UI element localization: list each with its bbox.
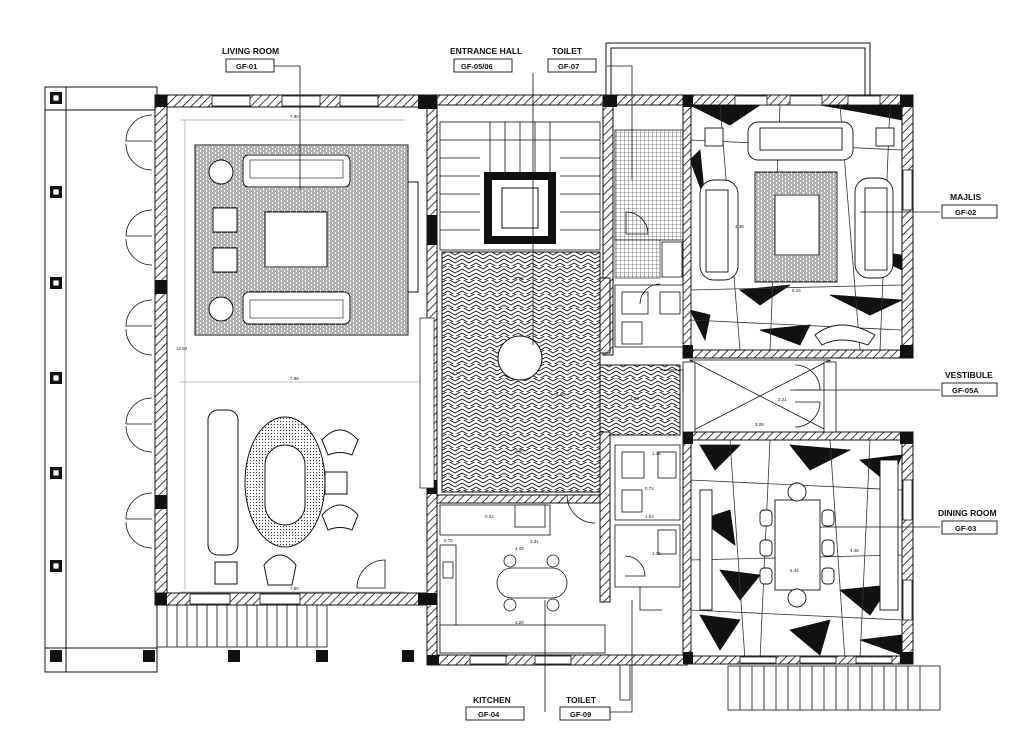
room-label-dining: DINING ROOM GF-03 — [938, 508, 998, 535]
dimension-texts: 7.80 7.86 7.80 12.54 3.25 4.80 3.80 1.77… — [176, 114, 859, 625]
svg-text:GF-01: GF-01 — [236, 62, 257, 71]
svg-text:GF-05/06: GF-05/06 — [461, 62, 493, 71]
svg-text:GF-03: GF-03 — [955, 524, 976, 533]
north-balcony — [605, 42, 871, 96]
south-steps-living — [156, 604, 328, 648]
svg-text:1.77: 1.77 — [452, 371, 461, 376]
room-label-kitchen: KITCHEN GF-04 — [465, 695, 525, 721]
svg-text:12.54: 12.54 — [176, 346, 188, 351]
svg-text:MAJLIS: MAJLIS — [950, 192, 982, 202]
svg-text:1.35: 1.35 — [652, 451, 661, 456]
svg-text:4.46: 4.46 — [850, 548, 859, 553]
room-label-vestibule: VESTIBULE GF-05A — [941, 370, 998, 397]
entrance-herringbone-floor-east — [599, 364, 681, 436]
svg-text:GF-05A: GF-05A — [952, 386, 979, 395]
svg-text:5.44: 5.44 — [790, 568, 799, 573]
svg-text:VESTIBULE: VESTIBULE — [945, 370, 993, 380]
svg-text:0.72: 0.72 — [645, 486, 654, 491]
toilet07-floor — [614, 129, 684, 241]
svg-text:2.21: 2.21 — [778, 397, 787, 402]
svg-text:4.20: 4.20 — [515, 620, 524, 625]
round-center-table — [497, 335, 543, 381]
vestibule — [660, 359, 837, 433]
svg-text:7.80: 7.80 — [290, 586, 299, 591]
svg-text:4.31: 4.31 — [530, 539, 539, 544]
dining-furniture — [699, 459, 899, 611]
svg-text:1.64: 1.64 — [645, 514, 654, 519]
terrace-columns-inner — [52, 94, 60, 570]
svg-text:GF-02: GF-02 — [955, 208, 976, 217]
svg-text:1.39: 1.39 — [652, 551, 661, 556]
room-label-toilet07: TOILET GF-07 — [547, 46, 597, 73]
svg-text:GF-09: GF-09 — [570, 710, 591, 719]
svg-text:LIVING ROOM: LIVING ROOM — [222, 46, 279, 56]
toilet07-fixtures — [614, 211, 684, 348]
svg-text:TOILET: TOILET — [552, 46, 583, 56]
svg-text:4.80: 4.80 — [556, 392, 565, 397]
entrance-stair — [439, 121, 601, 251]
room-label-living: LIVING ROOM GF-01 — [222, 46, 279, 73]
windows — [189, 95, 913, 665]
room-label-toilet09: TOILET GF-09 — [559, 695, 611, 721]
svg-text:0.32: 0.32 — [485, 514, 494, 519]
svg-text:TOILET: TOILET — [566, 695, 597, 705]
svg-text:3.08: 3.08 — [755, 422, 764, 427]
majlis-furniture — [699, 121, 895, 346]
room-label-entrance: ENTRANCE HALL GF-05/06 — [450, 46, 522, 73]
south-steps-dining — [727, 665, 941, 711]
svg-text:GF-07: GF-07 — [558, 62, 579, 71]
leader-lines — [273, 65, 940, 713]
lift-core — [484, 172, 556, 244]
svg-text:1.33: 1.33 — [630, 396, 639, 401]
svg-text:0.70: 0.70 — [444, 538, 453, 543]
stair-landing-floor — [614, 239, 661, 279]
svg-text:5.44: 5.44 — [792, 288, 801, 293]
svg-text:DINING ROOM: DINING ROOM — [938, 508, 997, 518]
svg-text:7.80: 7.80 — [290, 114, 299, 119]
svg-text:3.80: 3.80 — [515, 448, 524, 453]
svg-text:3.25: 3.25 — [515, 276, 524, 281]
svg-text:4.42: 4.42 — [515, 546, 524, 551]
svg-text:7.86: 7.86 — [290, 376, 299, 381]
svg-text:KITCHEN: KITCHEN — [473, 695, 511, 705]
svg-text:GF-04: GF-04 — [478, 710, 500, 719]
room-label-majlis: MAJLIS GF-02 — [941, 192, 998, 219]
kitchen-furniture — [439, 494, 631, 701]
living-room-furniture — [180, 119, 435, 593]
svg-text:ENTRANCE HALL: ENTRANCE HALL — [450, 46, 522, 56]
toilet09-block — [614, 444, 681, 611]
french-doors-west — [125, 114, 153, 549]
svg-text:4.38: 4.38 — [735, 224, 744, 229]
